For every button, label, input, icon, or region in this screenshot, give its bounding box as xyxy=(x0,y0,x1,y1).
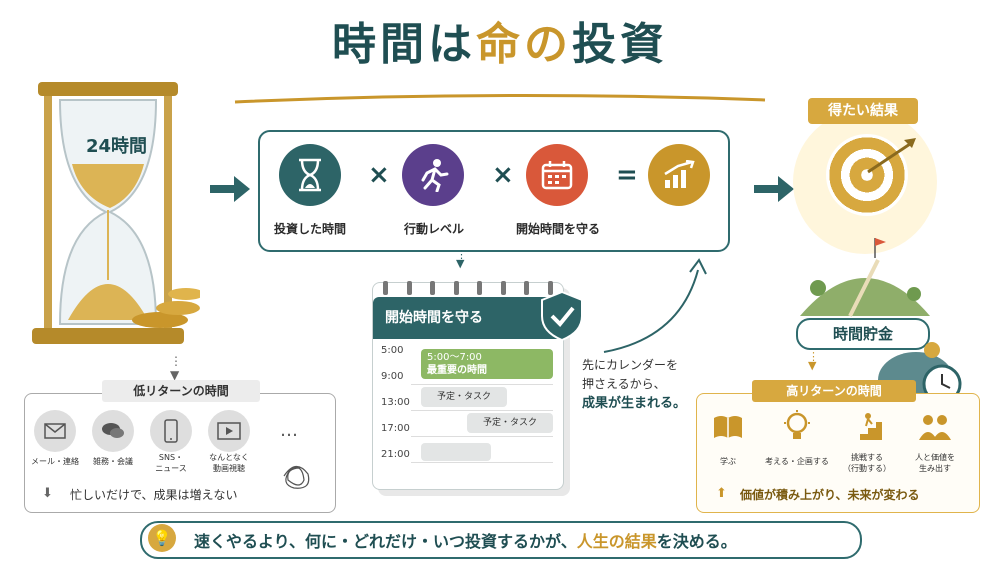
times-operator: × xyxy=(368,160,390,190)
note-line3: 成果が生まれる。 xyxy=(582,396,687,411)
mail-icon xyxy=(34,410,76,452)
dotted-down-arrow-icon: ⋮▼ xyxy=(170,354,182,382)
calendar-event-task[interactable]: 予定・タスク xyxy=(467,413,553,433)
calendar-event-priority[interactable]: 5:00〜7:00 最重要の時間 xyxy=(421,349,553,379)
note-line1: 先にカレンダーを xyxy=(582,358,679,372)
lightbulb-icon xyxy=(782,410,812,448)
calendar-event-task[interactable]: 予定・タスク xyxy=(421,387,507,407)
formula-box xyxy=(258,130,730,252)
calendar-gridline xyxy=(411,384,553,385)
title-part3: 投資 xyxy=(572,19,668,70)
calendar-event-empty[interactable] xyxy=(421,443,491,461)
stairs-icon xyxy=(850,412,884,446)
formula-label-action: 行動レベル xyxy=(403,222,464,236)
down-arrow-icon: ⬇ xyxy=(42,486,53,501)
low-label-video: なんとなく 動画視聴 xyxy=(209,453,249,473)
hourglass-label: 24時間 xyxy=(86,136,148,157)
calendar-time-4: 17:00 xyxy=(381,423,410,434)
low-return-title: 低リターンの時間 xyxy=(102,380,260,402)
calendar-gridline xyxy=(411,410,553,411)
banner-highlight: 人生の結果 xyxy=(576,532,657,551)
low-label-mail: メール・連絡 xyxy=(31,457,79,466)
banner-part3: を決める。 xyxy=(656,532,737,551)
calendar-time-1: 5:00 xyxy=(381,345,404,356)
high-return-title: 高リターンの時間 xyxy=(752,380,916,402)
high-label-learn: 学ぶ xyxy=(720,457,736,466)
calendar-time-3: 13:00 xyxy=(381,397,410,408)
calendar-rings xyxy=(383,281,553,295)
conclusion-banner xyxy=(140,521,862,559)
time-savings-badge: 時間貯金 xyxy=(796,318,930,350)
people-icon xyxy=(918,414,952,444)
low-label-chat: 雑務・会議 xyxy=(93,457,133,466)
book-icon xyxy=(712,414,744,444)
low-return-footer: 忙しいだけで、成果は増えない xyxy=(70,488,238,502)
formula-label-start: 開始時間を守る xyxy=(515,222,600,236)
shield-check-icon xyxy=(541,290,583,342)
banner-part1: 速くやるより、何に・どれだけ・いつ投資するかが、 xyxy=(194,532,577,551)
title-underline xyxy=(234,93,766,104)
title-part1: 時間は xyxy=(332,19,476,70)
arrow-in-target-icon xyxy=(867,138,916,174)
right-arrow-icon xyxy=(210,176,250,202)
high-return-footer: 価値が積み上がり、未来が変わる xyxy=(740,488,920,502)
formula-label-time: 投資した時間 xyxy=(273,222,346,236)
up-arrow-icon: ⬆ xyxy=(716,486,727,501)
ellipsis-icon: … xyxy=(280,420,298,441)
calendar-card: 開始時間を守る 5:00 9:00 13:00 17:00 21:00 5:00… xyxy=(372,281,564,490)
high-label-challenge: 挑戦する （行動する） xyxy=(843,453,891,473)
calendar-header: 開始時間を守る xyxy=(373,297,563,339)
dotted-down-arrow-icon-3: ⋮▼ xyxy=(808,350,819,372)
calendar-gridline xyxy=(411,462,553,463)
note-line2: 押さえるから、 xyxy=(582,377,666,391)
high-return-panel xyxy=(696,393,980,513)
title-part2: 命の xyxy=(476,19,572,70)
tangled-scribble-icon xyxy=(283,465,310,489)
growth-chart-icon xyxy=(648,144,710,206)
hourglass-icon xyxy=(279,144,341,206)
calendar-gridline xyxy=(411,436,553,437)
hourglass-illustration xyxy=(32,82,200,344)
result-badge: 得たい結果 xyxy=(808,98,918,124)
right-arrow-icon-2 xyxy=(754,176,794,202)
calendar-icon xyxy=(526,144,588,206)
event-time: 5:00〜7:00 xyxy=(427,352,482,363)
running-person-icon xyxy=(402,144,464,206)
calendar-time-5: 21:00 xyxy=(381,449,410,460)
times-operator-2: × xyxy=(492,160,514,190)
high-label-create: 人と価値を 生み出す xyxy=(915,453,955,473)
conclusion-text: 速くやるより、何に・どれだけ・いつ投資するかが、人生の結果を決める。 xyxy=(194,528,737,552)
chat-icon xyxy=(92,410,134,452)
calendar-time-2: 9:00 xyxy=(381,371,404,382)
event-title: 最重要の時間 xyxy=(427,365,487,376)
video-icon xyxy=(208,410,250,452)
page-title: 時間は命の投資 xyxy=(0,8,1000,72)
calendar-note: 先にカレンダーを 押さえるから、 成果が生まれる。 xyxy=(582,356,686,413)
lightbulb-badge-icon: 💡 xyxy=(148,524,176,552)
low-label-sns: SNS・ ニュース xyxy=(155,453,187,473)
smartphone-icon xyxy=(150,410,192,452)
target-icon xyxy=(826,134,908,216)
curved-up-arrow-icon xyxy=(603,258,707,353)
equals-operator: = xyxy=(616,160,638,190)
dotted-down-arrow-icon-2: ⋮▼ xyxy=(456,248,467,270)
high-label-think: 考える・企画する xyxy=(765,457,829,466)
